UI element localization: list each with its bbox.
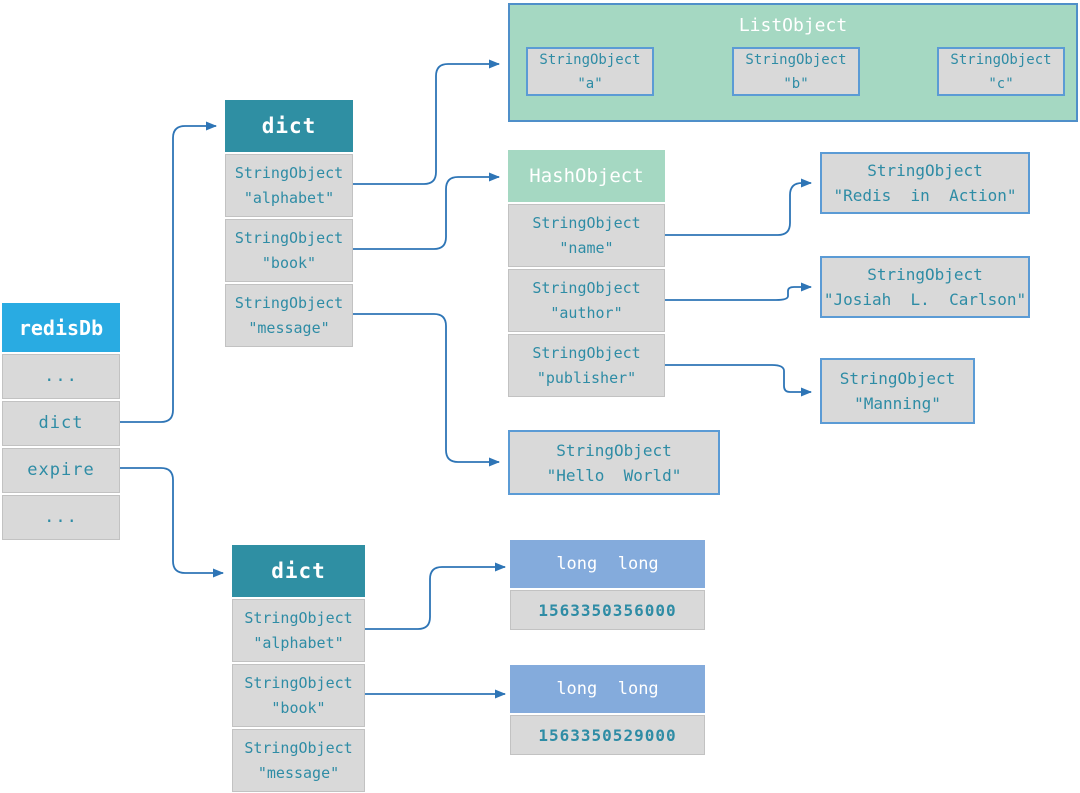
dict-top-header: dict <box>225 100 353 152</box>
listobject-item-c: StringObject "c" <box>937 47 1065 96</box>
row-type: StringObject <box>532 343 641 362</box>
row-value: "b" <box>783 75 809 92</box>
row-type: StringObject <box>234 293 344 312</box>
row-type: StringObject <box>244 738 353 757</box>
row-type: StringObject <box>556 440 672 460</box>
redisdb-header: redisDb <box>2 303 120 352</box>
row-value: "book" <box>261 253 317 272</box>
redisdb-table: redisDb ... dict expire ... <box>2 303 120 540</box>
dict-table-top: dict StringObject "alphabet" StringObjec… <box>225 100 353 347</box>
stringobject-manning: StringObject "Manning" <box>820 358 975 424</box>
dict-top-row-alphabet: StringObject "alphabet" <box>225 154 353 217</box>
arrow-redisdb-dict-to-dict-top <box>120 121 217 423</box>
dict-bottom-header: dict <box>232 545 365 597</box>
arrow-redisdb-expire-to-dict-bottom <box>120 467 224 578</box>
row-type: StringObject <box>244 608 353 627</box>
arrow-alphabet-to-longlong1 <box>365 562 506 630</box>
longlong-box-2: long long 1563350529000 <box>510 665 705 755</box>
row-value: "c" <box>988 75 1014 92</box>
row-type: StringObject <box>745 51 847 68</box>
row-value: "book" <box>271 698 326 717</box>
redisdb-row-dots-top: ... <box>2 354 120 399</box>
redisdb-row-dots-bottom: ... <box>2 495 120 540</box>
dict-bottom-row-book: StringObject "book" <box>232 664 365 727</box>
row-value: "alphabet" <box>253 633 344 652</box>
arrow-publisher-to-value <box>665 364 812 397</box>
redisdb-row-dict: dict <box>2 401 120 446</box>
row-type: StringObject <box>950 51 1052 68</box>
dict-bottom-row-message: StringObject "message" <box>232 729 365 792</box>
arrow-book-to-hashobject <box>353 172 500 250</box>
row-value: "Hello World" <box>546 465 682 485</box>
longlong-1-value: 1563350356000 <box>510 590 705 630</box>
hashobject-row-name: StringObject "name" <box>508 204 665 267</box>
row-value: "message" <box>257 763 340 782</box>
dict-top-row-message: StringObject "message" <box>225 284 353 347</box>
row-value: "Redis in Action" <box>833 186 1017 205</box>
row-type: StringObject <box>867 161 983 180</box>
listobject-container: ListObject StringObject "a" StringObject… <box>508 3 1078 122</box>
stringobject-hello-world: StringObject "Hello World" <box>508 430 720 495</box>
row-type: StringObject <box>532 278 641 297</box>
row-type: StringObject <box>234 163 344 182</box>
longlong-2-header: long long <box>510 665 705 713</box>
arrow-alphabet-to-listobject <box>353 59 500 185</box>
row-type: StringObject <box>839 369 956 388</box>
longlong-box-1: long long 1563350356000 <box>510 540 705 630</box>
dict-table-bottom: dict StringObject "alphabet" StringObjec… <box>232 545 365 792</box>
row-value: "author" <box>550 303 623 322</box>
arrow-name-to-value <box>665 178 812 236</box>
stringobject-josiah-l-carlson: StringObject "Josiah L. Carlson" <box>820 256 1030 318</box>
arrow-author-to-value <box>665 282 812 301</box>
listobject-title: ListObject <box>738 15 848 36</box>
dict-bottom-row-alphabet: StringObject "alphabet" <box>232 599 365 662</box>
hashobject-row-author: StringObject "author" <box>508 269 665 332</box>
row-type: StringObject <box>234 228 344 247</box>
arrow-message-to-helloworld <box>353 313 500 467</box>
row-value: "message" <box>248 318 330 337</box>
longlong-1-header: long long <box>510 540 705 588</box>
row-value: "publisher" <box>536 368 637 387</box>
row-value: "name" <box>559 238 614 257</box>
row-value: "Josiah L. Carlson" <box>823 290 1027 309</box>
row-type: StringObject <box>867 265 983 284</box>
hashobject-row-publisher: StringObject "publisher" <box>508 334 665 397</box>
stringobject-redis-in-action: StringObject "Redis in Action" <box>820 152 1030 214</box>
row-type: StringObject <box>532 213 641 232</box>
listobject-item-a: StringObject "a" <box>526 47 654 96</box>
longlong-2-value: 1563350529000 <box>510 715 705 755</box>
row-type: StringObject <box>539 51 641 68</box>
row-value: "Manning" <box>854 394 941 413</box>
row-value: "alphabet" <box>243 188 335 207</box>
row-value: "a" <box>577 75 603 92</box>
listobject-item-b: StringObject "b" <box>732 47 860 96</box>
hashobject-header: HashObject <box>508 150 665 202</box>
redisdb-row-expire: expire <box>2 448 120 493</box>
hashobject-table: HashObject StringObject "name" StringObj… <box>508 150 665 397</box>
dict-top-row-book: StringObject "book" <box>225 219 353 282</box>
row-type: StringObject <box>244 673 353 692</box>
